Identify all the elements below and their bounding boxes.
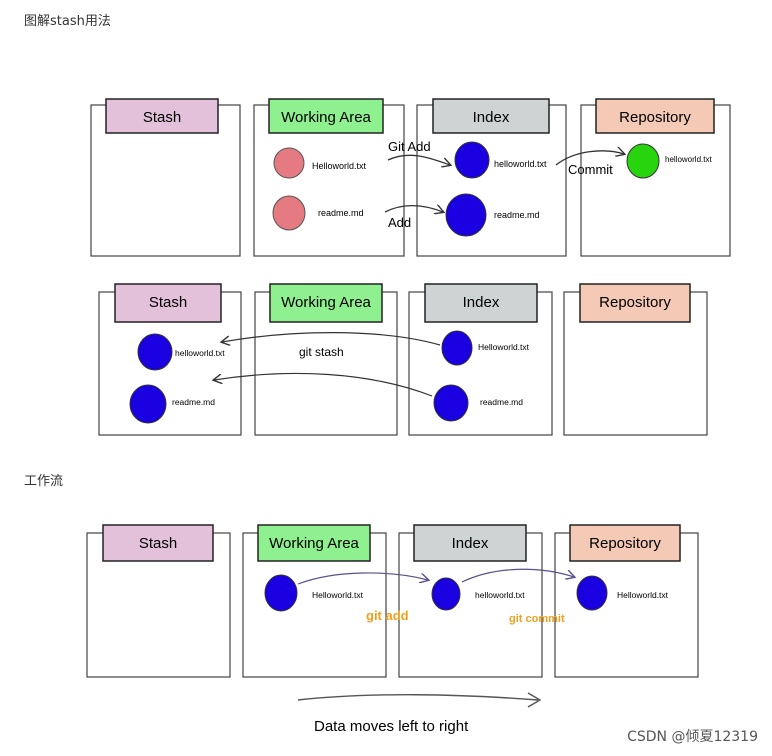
index-label-bg	[413, 524, 527, 562]
arrow-add	[384, 206, 443, 212]
stash-label-bg	[102, 524, 214, 562]
commit-label: Commit	[568, 162, 613, 177]
watermark: CSDN @倾夏12319	[627, 729, 758, 745]
working-area-label-bg	[268, 98, 384, 134]
index-label: Index	[452, 535, 489, 552]
repository-label: Repository	[619, 109, 691, 126]
index-panel: Index	[416, 98, 567, 257]
arrow-commit	[555, 151, 624, 166]
index-panel: Index	[408, 283, 553, 436]
filename-readme-index: readme.md	[480, 397, 523, 407]
arrow-git-commit	[461, 568, 574, 583]
stash-panel: Stash	[86, 524, 231, 678]
add-label: Add	[388, 215, 411, 230]
repository-label: Repository	[599, 294, 671, 311]
working-area-panel: Working Area	[242, 524, 387, 678]
working-area-label-bg	[269, 283, 383, 323]
arrow-stash-helloworld	[222, 332, 441, 345]
file-blob-readme-working	[272, 195, 306, 231]
git-add-label: Git Add	[388, 139, 431, 154]
file-blob-helloworld-stash	[137, 333, 173, 371]
git-commit-label: git commit	[509, 613, 565, 625]
filename-helloworld-stash: helloworld.txt	[175, 348, 225, 358]
index-panel: Index	[398, 524, 543, 678]
filename-helloworld-working: Helloworld.txt	[312, 161, 367, 171]
repository-panel: Repository	[580, 98, 731, 257]
stash-label: Stash	[143, 109, 181, 126]
filename-readme-stash: readme.md	[172, 397, 215, 407]
stash-label-bg	[105, 98, 219, 134]
heading-workflow: 工作流	[24, 474, 64, 489]
arrow-git-add	[387, 154, 450, 165]
file-blob-helloworld-index	[454, 141, 490, 179]
working-area-panel: Working Area	[253, 98, 405, 257]
file-blob-helloworld-working	[264, 574, 298, 612]
git-add-label: git add	[366, 608, 409, 623]
filename-readme-working: readme.md	[318, 208, 364, 218]
filename-helloworld-repo: Helloworld.txt	[617, 590, 669, 600]
index-label-bg	[432, 98, 550, 134]
filename-readme-index: readme.md	[494, 210, 540, 220]
repository-label-bg	[569, 524, 681, 562]
file-blob-helloworld-repo	[576, 575, 608, 611]
index-label: Index	[463, 294, 500, 311]
file-blob-helloworld-working	[273, 147, 305, 179]
working-area-label-bg	[257, 524, 371, 562]
direction-caption: Data moves left to right	[314, 718, 469, 735]
repository-label-bg	[595, 98, 715, 134]
filename-helloworld-index: Helloworld.txt	[478, 342, 530, 352]
file-blob-helloworld-index	[441, 330, 473, 366]
repository-panel: Repository	[554, 524, 699, 678]
filename-helloworld-index: helloworld.txt	[494, 159, 547, 169]
filename-helloworld-repo: helloworld.txt	[665, 155, 712, 164]
stash-panel: Stash	[90, 98, 241, 257]
file-blob-helloworld-index	[431, 577, 461, 611]
working-area-label: Working Area	[269, 535, 359, 552]
direction-arrow-head	[527, 692, 542, 708]
diagram-3: Stash Working Area Index Repository Hell…	[86, 524, 699, 735]
diagram-2: Stash Working Area Index Repository hell…	[98, 283, 708, 436]
stash-panel: Stash	[98, 283, 242, 436]
stash-label-bg	[114, 283, 222, 323]
arrow-git-add	[297, 572, 428, 585]
working-area-label: Working Area	[281, 109, 371, 126]
direction-arrow	[297, 694, 539, 701]
diagram-1: Stash Working Area Index Repository Hell…	[90, 98, 731, 257]
file-blob-readme-index	[433, 384, 469, 422]
repository-label-bg	[579, 283, 691, 323]
filename-helloworld-index: helloworld.txt	[475, 590, 525, 600]
working-area-panel: Working Area	[254, 283, 398, 436]
filename-helloworld-working: Helloworld.txt	[312, 590, 364, 600]
repository-label: Repository	[589, 535, 661, 552]
heading-stash-usage: 图解stash用法	[24, 14, 111, 29]
file-blob-readme-stash	[129, 384, 167, 424]
repository-panel: Repository	[563, 283, 708, 436]
stash-label: Stash	[149, 294, 187, 311]
arrow-stash-readme	[214, 372, 433, 397]
stash-label: Stash	[139, 535, 177, 552]
working-area-label: Working Area	[281, 294, 371, 311]
file-blob-readme-index	[445, 193, 487, 237]
index-label-bg	[424, 283, 538, 323]
git-stash-label: git stash	[299, 345, 344, 359]
file-blob-helloworld-repo	[626, 143, 660, 179]
index-label: Index	[473, 109, 510, 126]
